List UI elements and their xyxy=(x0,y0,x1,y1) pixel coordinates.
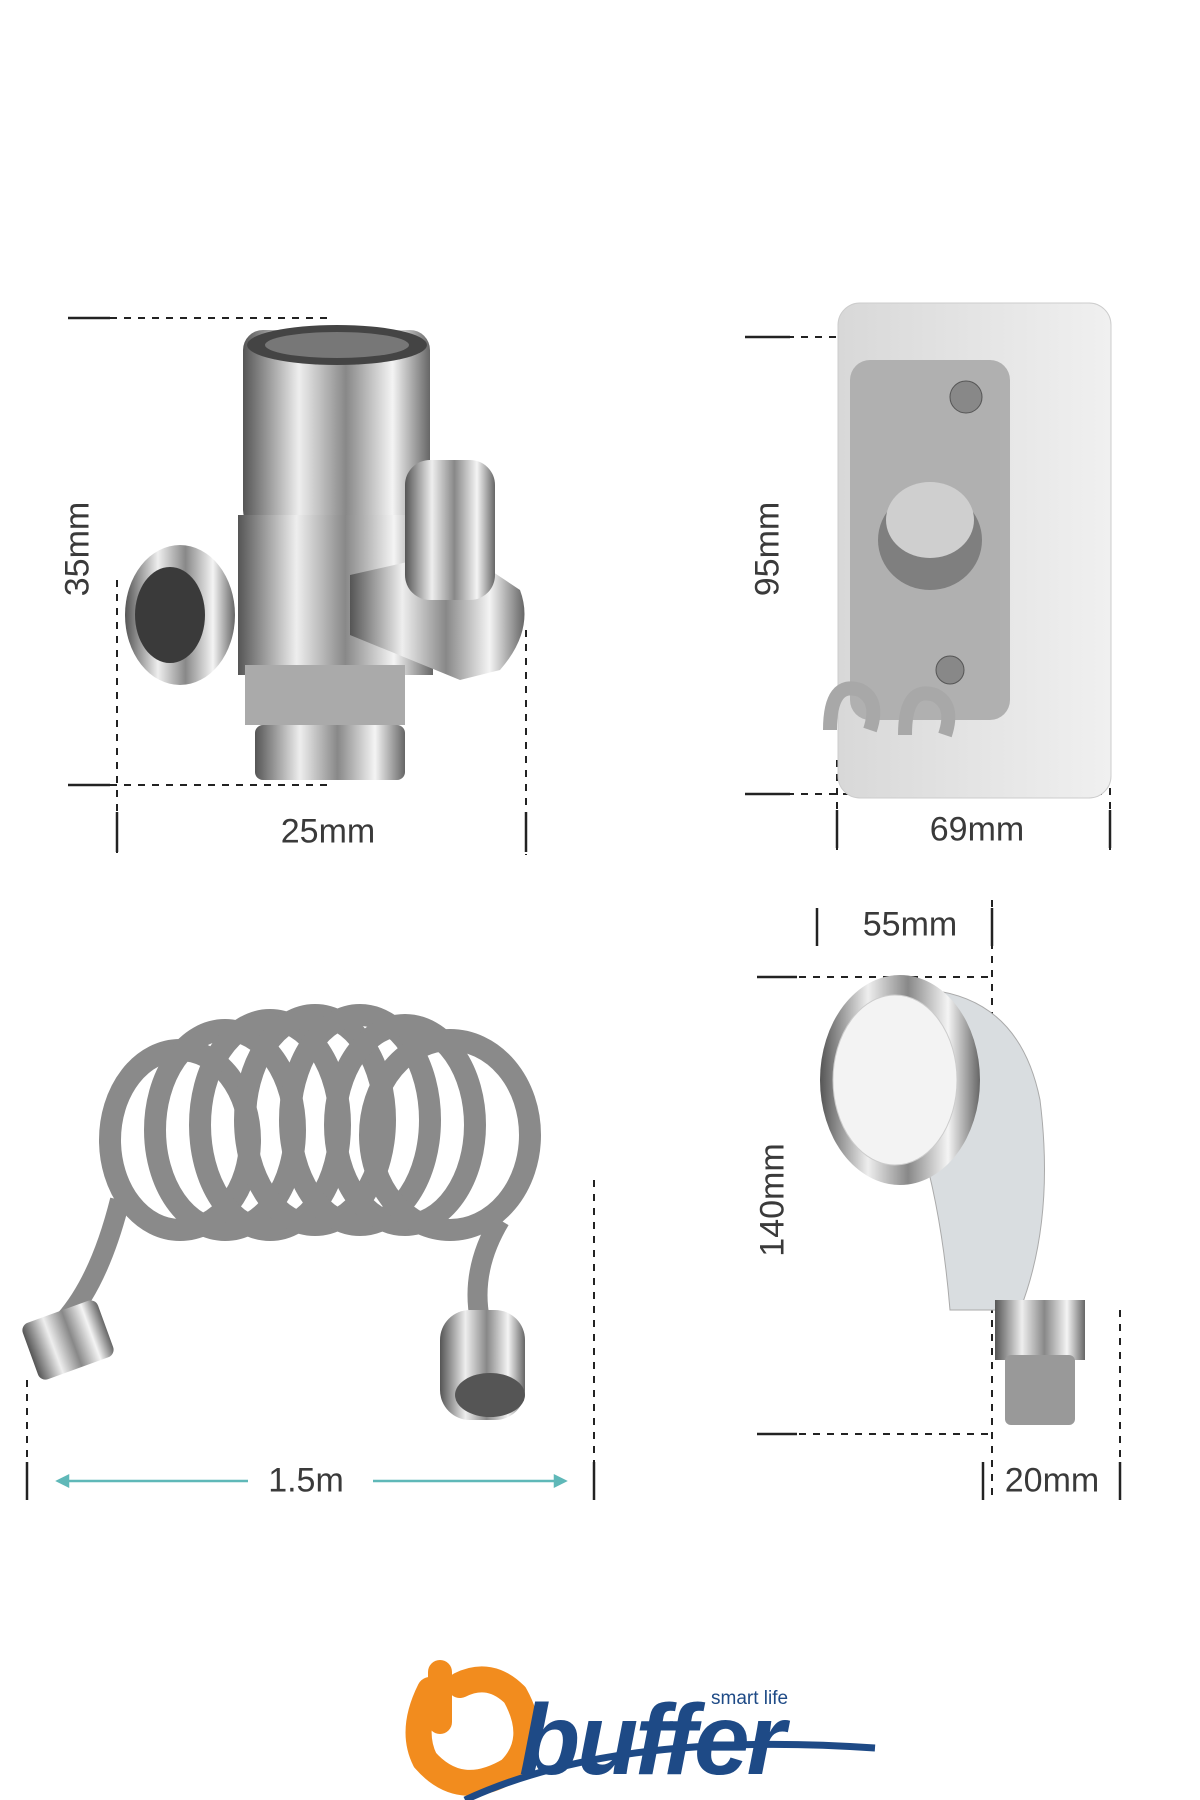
head-height-label: 140mm xyxy=(753,1143,792,1257)
holder-height-label: 95mm xyxy=(748,501,787,597)
shower-holder-image xyxy=(823,302,1112,799)
logo-tagline: smart life xyxy=(711,1688,789,1709)
diverter-width-label: 25mm xyxy=(280,812,376,851)
shower-head-image xyxy=(820,975,1085,1425)
buffer-logo-mark xyxy=(405,1660,876,1800)
holder-width-label: 69mm xyxy=(929,810,1025,849)
logo-brand: buffer xyxy=(519,1684,785,1796)
head-connector-label: 20mm xyxy=(1004,1461,1100,1500)
diverter-valve-image xyxy=(125,325,525,780)
head-width-label: 55mm xyxy=(862,905,958,944)
hose-length-arrows xyxy=(55,1473,568,1489)
hose-connectors xyxy=(22,1300,525,1420)
spiral-hose-image xyxy=(57,1004,541,1327)
dimension-ticks xyxy=(25,316,1122,1500)
diverter-height-label: 35mm xyxy=(58,501,97,597)
hose-length-label: 1.5m xyxy=(268,1461,344,1500)
